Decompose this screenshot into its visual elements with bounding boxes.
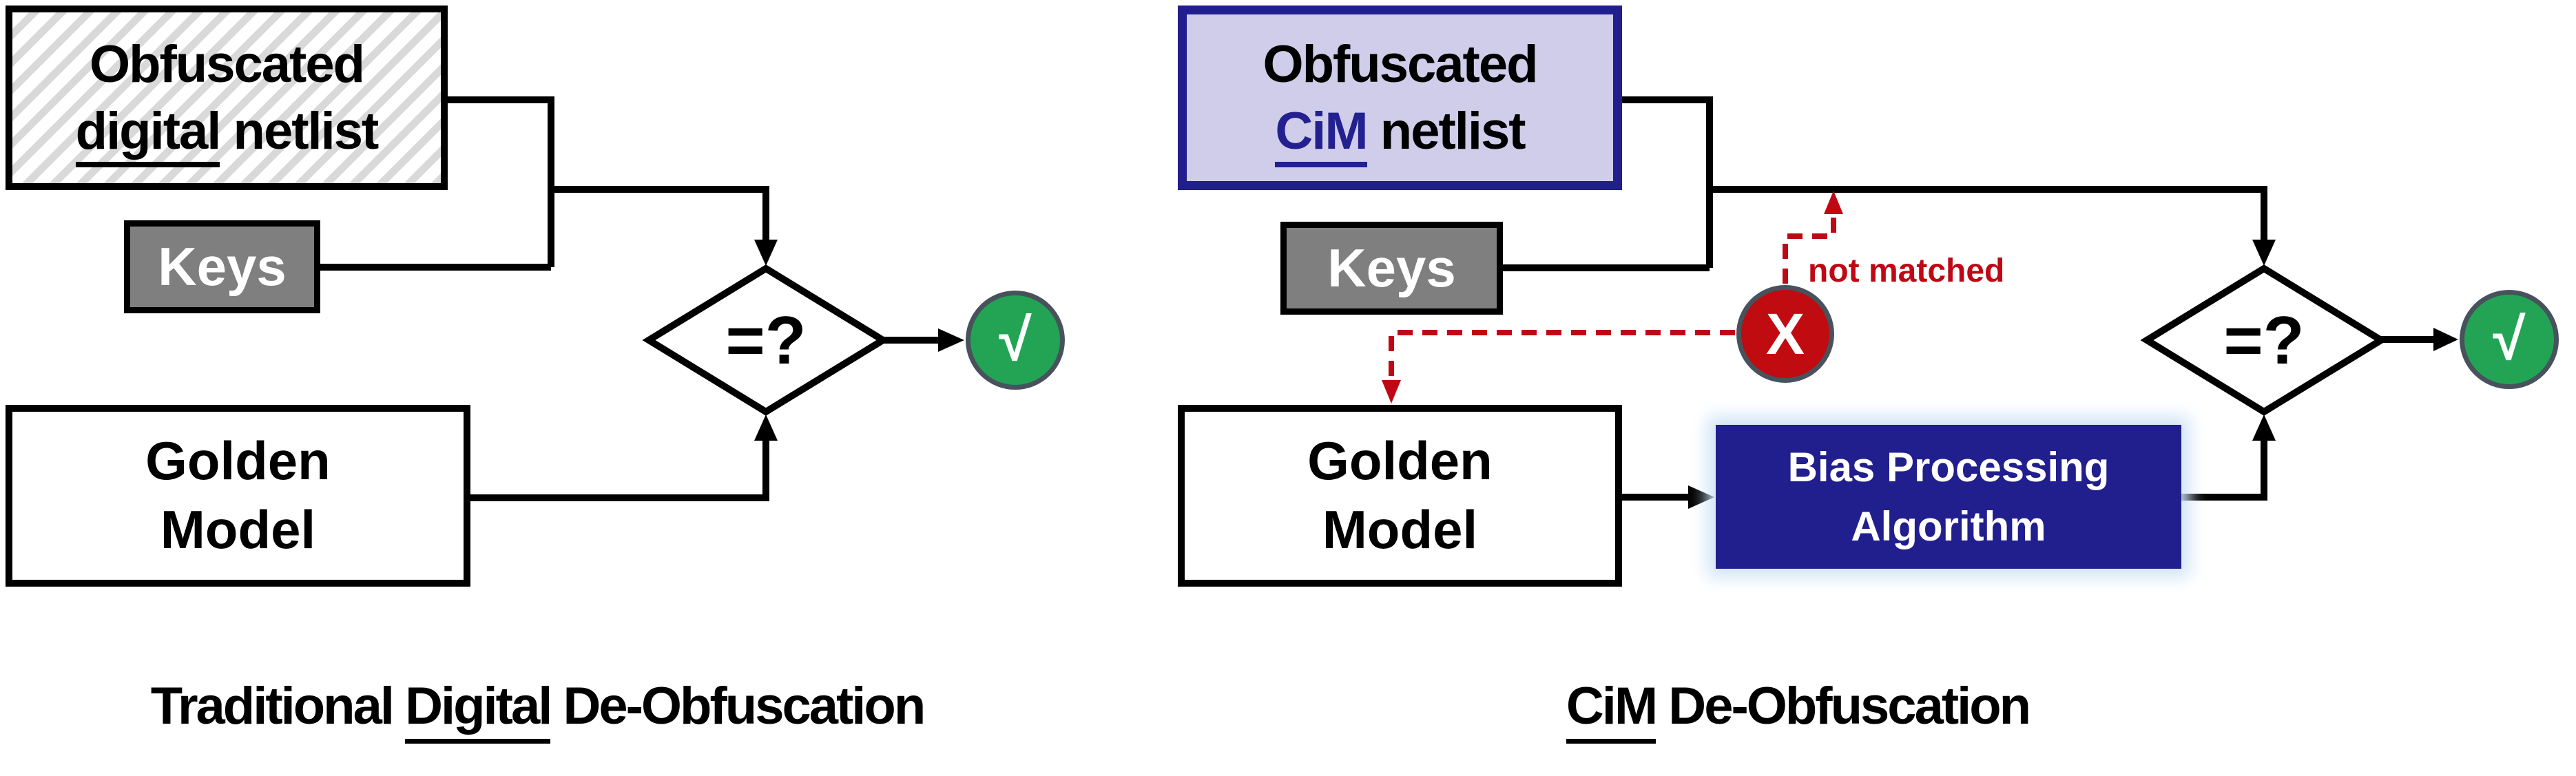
- right-success-arrowhead: [2433, 328, 2458, 351]
- right-netlist-to-bus-connector: [1621, 96, 1713, 268]
- right-comparator-diamond: [2140, 264, 2388, 416]
- bias-line1: Bias Processing: [1787, 444, 2110, 491]
- not-matched-dashed-arrowhead: [1824, 191, 1843, 214]
- fail-circle: X: [1736, 285, 1834, 383]
- right-success-circle: √: [2460, 290, 2559, 389]
- fail-to-golden-dashed-connector: [1389, 330, 1735, 380]
- left-keys-box: Keys: [124, 220, 320, 313]
- right-bus-to-comparator-connector: [1710, 186, 2267, 242]
- left-success-circle: √: [966, 291, 1065, 390]
- right-caption: CiM De-Obfuscation: [1433, 676, 2163, 744]
- right-comparator-label: =?: [2223, 302, 2305, 378]
- left-bus-to-comparator-connector: [551, 186, 769, 242]
- netlist-word: netlist: [220, 102, 380, 160]
- left-golden-model-box: Golden Model: [6, 405, 470, 587]
- cim-netlist-line2: CiM netlist: [1275, 98, 1526, 167]
- right-caption-post: De-Obfuscation: [1656, 677, 2031, 735]
- right-bias-arrowhead: [1688, 485, 1714, 509]
- netlist-line2: digital netlist: [75, 98, 380, 167]
- left-success-arrowhead: [938, 328, 964, 352]
- right-golden-line1: Golden: [1307, 430, 1493, 492]
- netlist-line1: Obfuscated: [89, 34, 365, 94]
- cim-netlist-word: netlist: [1367, 102, 1526, 160]
- fail-not-matched-dashed-connector: [1783, 213, 1836, 284]
- right-keys-label: Keys: [1327, 237, 1456, 298]
- left-comparator-bottom-arrowhead: [754, 415, 778, 441]
- left-keys-label: Keys: [158, 235, 287, 297]
- left-golden-to-comparator-connector: [468, 439, 769, 501]
- left-comparator-label: =?: [725, 302, 807, 378]
- left-check-icon: √: [999, 306, 1032, 373]
- left-comparator-diamond: [642, 264, 890, 416]
- left-caption: Traditional Digital De-Obfuscation: [41, 676, 1033, 744]
- right-golden-model-box: Golden Model: [1178, 405, 1622, 587]
- left-comparator-top-arrowhead: [754, 240, 778, 266]
- not-matched-label: not matched: [1808, 253, 2005, 289]
- golden-line1: Golden: [145, 430, 331, 492]
- bias-line2: Algorithm: [1851, 503, 2046, 549]
- right-caption-underlined: CiM: [1566, 677, 1658, 744]
- obfuscated-digital-netlist-box: Obfuscated digital netlist: [6, 6, 448, 190]
- right-check-icon: √: [2493, 306, 2526, 373]
- bias-processing-algorithm-box: Bias Processing Algorithm: [1716, 425, 2181, 569]
- obfuscated-cim-netlist-box: Obfuscated CiM netlist: [1178, 6, 1622, 190]
- left-caption-post: De-Obfuscation: [550, 677, 926, 735]
- cim-underlined-word: CiM: [1275, 102, 1369, 167]
- x-mark-icon: X: [1765, 301, 1805, 366]
- right-comparator-top-arrowhead: [2252, 240, 2276, 266]
- golden-dashed-arrowhead: [1382, 380, 1401, 403]
- left-netlist-to-bus-connector: [446, 96, 554, 267]
- cim-netlist-line1: Obfuscated: [1263, 34, 1538, 94]
- golden-line2: Model: [160, 499, 316, 560]
- left-caption-pre: Traditional: [150, 677, 406, 735]
- right-keys-box: Keys: [1280, 222, 1503, 315]
- right-bias-to-comparator-connector: [2180, 439, 2267, 501]
- right-comparator-bottom-arrowhead: [2252, 415, 2276, 441]
- left-caption-underlined: Digital: [405, 677, 552, 744]
- right-golden-line2: Model: [1322, 499, 1478, 560]
- digital-underlined-word: digital: [75, 102, 221, 167]
